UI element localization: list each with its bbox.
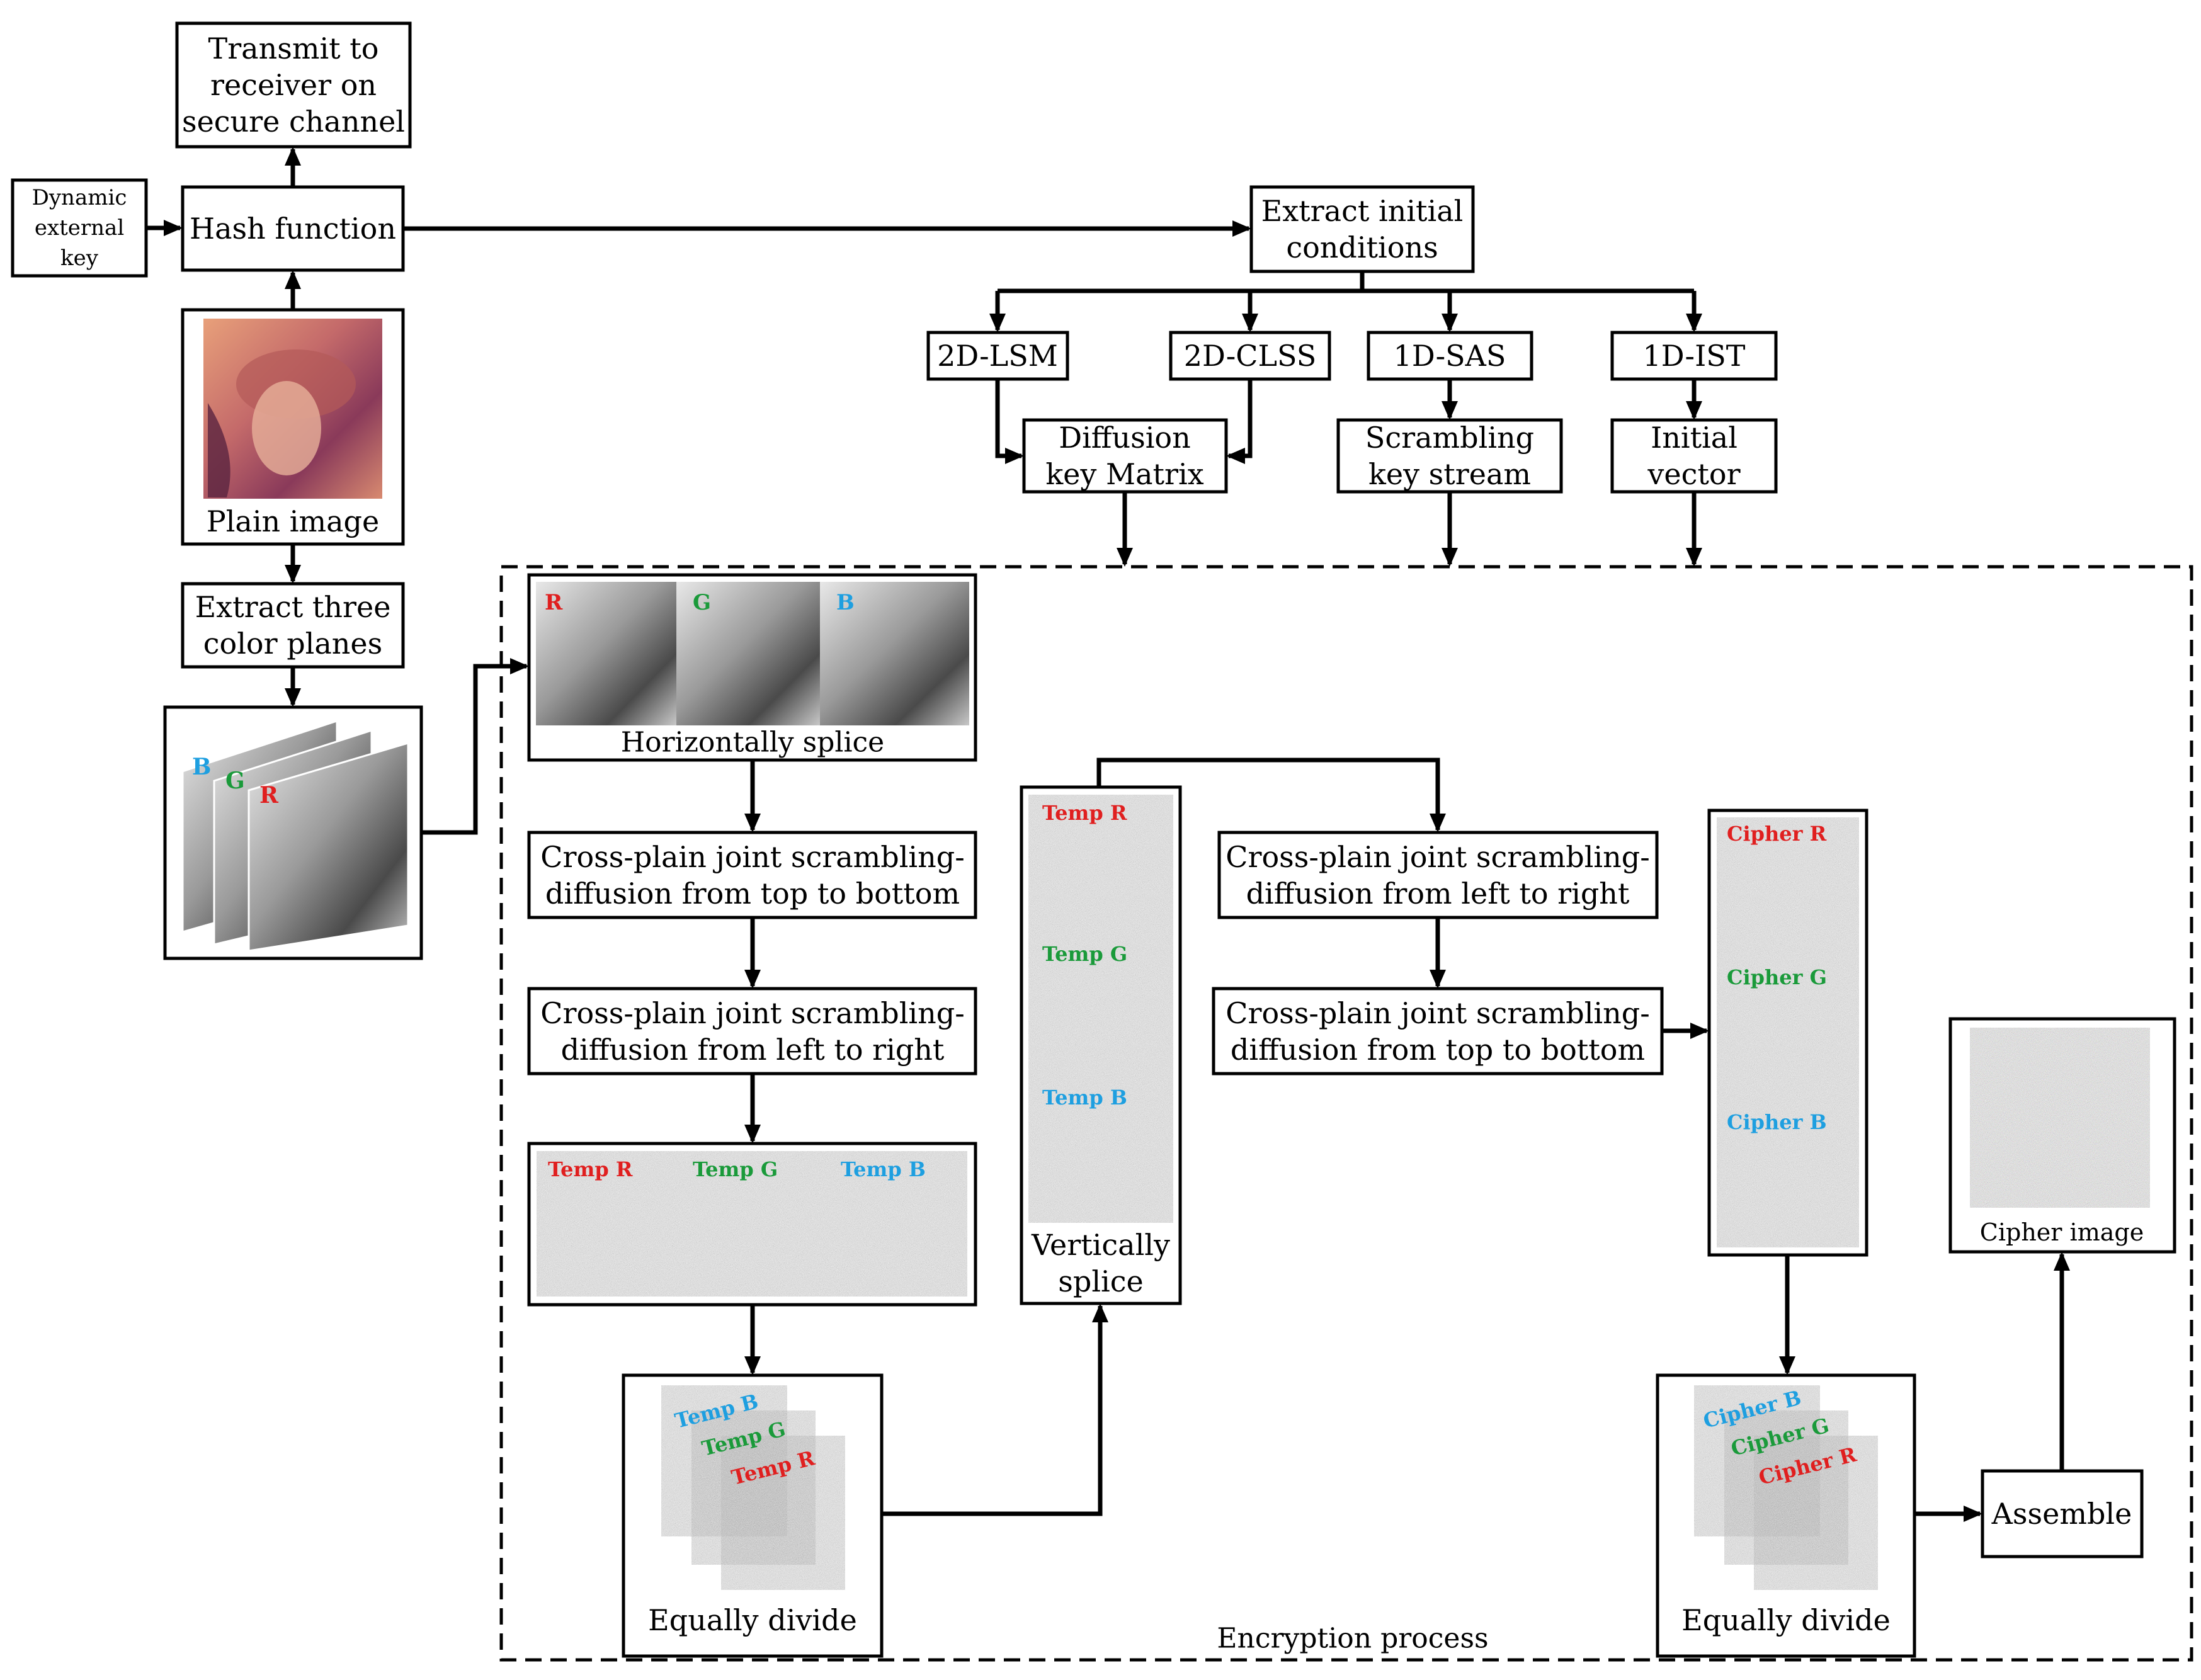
label-b: B bbox=[836, 590, 855, 615]
label-initial-vector-line-2: vector bbox=[1647, 457, 1740, 491]
extract-planes-box bbox=[181, 582, 405, 669]
edge-equally1-to-vsplice bbox=[882, 1303, 1108, 1516]
lsm-box bbox=[926, 331, 1069, 381]
label-initial-vector-line-1: Initial bbox=[1651, 421, 1737, 455]
temp-v-label-b: Temp B bbox=[1042, 1086, 1127, 1110]
label-hsplice-line-1: Horizontally splice bbox=[621, 727, 884, 759]
temp-vertical-noise bbox=[1028, 795, 1173, 1223]
label-scrambling-key-line-1: Scrambling bbox=[1365, 421, 1534, 455]
label-cpj1-line-2: diffusion from top to bottom bbox=[545, 877, 960, 911]
plane-g-image bbox=[676, 582, 820, 725]
label-assemble-line-1: Assemble bbox=[1991, 1497, 2132, 1531]
label-hash-line-1: Hash function bbox=[190, 212, 396, 246]
color-planes-stack bbox=[181, 719, 409, 952]
temp-planes-stack bbox=[660, 1384, 846, 1591]
label-vsplice-line-2: splice bbox=[1058, 1264, 1143, 1298]
label-equally2-line-1: Equally divide bbox=[1681, 1603, 1891, 1637]
label-cpj4-line-1: Cross-plain joint scrambling- bbox=[1226, 996, 1649, 1030]
label-ist-line-1: 1D-IST bbox=[1643, 339, 1746, 373]
label-vsplice-line-1: Vertically bbox=[1031, 1228, 1170, 1262]
temp-h-label-g: Temp G bbox=[693, 1157, 778, 1181]
cipher-image-picture bbox=[1970, 1028, 2150, 1208]
temp-horizontal-noise bbox=[537, 1151, 967, 1297]
cipher-v-label-r: Cipher R bbox=[1727, 822, 1827, 846]
label-cpj1-line-1: Cross-plain joint scrambling- bbox=[540, 840, 964, 874]
cipher-v-label-b: Cipher B bbox=[1727, 1110, 1827, 1134]
label-transmit-line-1: Transmit to bbox=[208, 31, 379, 65]
edges bbox=[146, 147, 2070, 1522]
dynamic-key-box bbox=[11, 178, 148, 278]
edge-planes-to-hsplice bbox=[421, 658, 529, 835]
label-cipher-image-line-1: Cipher image bbox=[1980, 1218, 2144, 1246]
label-extract-ic-line-2: conditions bbox=[1286, 230, 1438, 264]
cpj3-box bbox=[1217, 831, 1659, 919]
label-extract-planes-line-2: color planes bbox=[203, 627, 383, 661]
plane-b-image bbox=[820, 582, 969, 725]
label-transmit-line-3: secure channel bbox=[182, 105, 405, 139]
edge-vsplice-to-cpj3 bbox=[1096, 758, 1446, 832]
label-diffusion-key-line-2: key Matrix bbox=[1045, 457, 1203, 491]
label-clss-line-1: 2D-CLSS bbox=[1184, 339, 1317, 373]
initial-vector-box bbox=[1610, 418, 1778, 494]
label-g: G bbox=[693, 590, 711, 615]
plane-label-g: G bbox=[225, 768, 245, 794]
diffusion-key-box bbox=[1022, 418, 1228, 494]
label-cpj4-line-2: diffusion from top to bottom bbox=[1231, 1033, 1645, 1067]
label-cpj3-line-2: diffusion from left to right bbox=[1246, 877, 1630, 911]
temp-v-label-r: Temp R bbox=[1042, 801, 1127, 825]
label-cpj2-line-1: Cross-plain joint scrambling- bbox=[540, 996, 964, 1030]
plane-label-r: R bbox=[259, 782, 279, 809]
label-cpj3-line-1: Cross-plain joint scrambling- bbox=[1226, 840, 1649, 874]
label-sas-line-1: 1D-SAS bbox=[1394, 339, 1506, 373]
scrambling-key-box bbox=[1336, 418, 1563, 494]
label-r: R bbox=[545, 590, 563, 615]
label-dynamic-key-line-3: key bbox=[60, 246, 99, 271]
plane-label-b: B bbox=[192, 754, 211, 780]
cpj4-box bbox=[1212, 987, 1664, 1076]
cipher-v-label-g: Cipher G bbox=[1727, 965, 1827, 989]
label-plain-image-line-1: Plain image bbox=[207, 504, 379, 538]
label-cpj2-line-2: diffusion from left to right bbox=[561, 1033, 945, 1067]
encryption-process-region bbox=[499, 565, 2193, 1662]
clss-box bbox=[1169, 331, 1331, 381]
label-extract-ic-line-1: Extract initial bbox=[1261, 194, 1464, 228]
cpj2-box bbox=[527, 987, 977, 1076]
label-equally1-line-1: Equally divide bbox=[648, 1603, 857, 1637]
cipher-planes-stack bbox=[1693, 1384, 1879, 1591]
label-dynamic-key-line-1: Dynamic bbox=[32, 185, 127, 210]
temp-h-label-r: Temp R bbox=[548, 1157, 633, 1181]
label-lsm-line-1: 2D-LSM bbox=[937, 339, 1058, 373]
label-encryption-line-1: Encryption process bbox=[1217, 1623, 1488, 1655]
temp-h-label-b: Temp B bbox=[841, 1157, 926, 1181]
cipher-vertical-noise bbox=[1717, 817, 1859, 1247]
edge-lsm-to-diffusion bbox=[995, 379, 1024, 464]
label-diffusion-key-line-1: Diffusion bbox=[1059, 421, 1191, 455]
label-scrambling-key-line-2: key stream bbox=[1368, 457, 1531, 491]
label-transmit-line-2: receiver on bbox=[210, 68, 377, 102]
channel-labels: R G B B G R Temp R Temp G Temp B Temp R … bbox=[192, 590, 1859, 1490]
plane-r-image bbox=[536, 582, 676, 725]
label-extract-planes-line-1: Extract three bbox=[195, 590, 391, 624]
edge-clss-to-diffusion bbox=[1226, 379, 1253, 464]
sas-box bbox=[1367, 331, 1533, 381]
label-dynamic-key-line-2: external bbox=[35, 215, 124, 241]
temp-v-label-g: Temp G bbox=[1042, 942, 1127, 966]
ist-box bbox=[1610, 331, 1778, 381]
